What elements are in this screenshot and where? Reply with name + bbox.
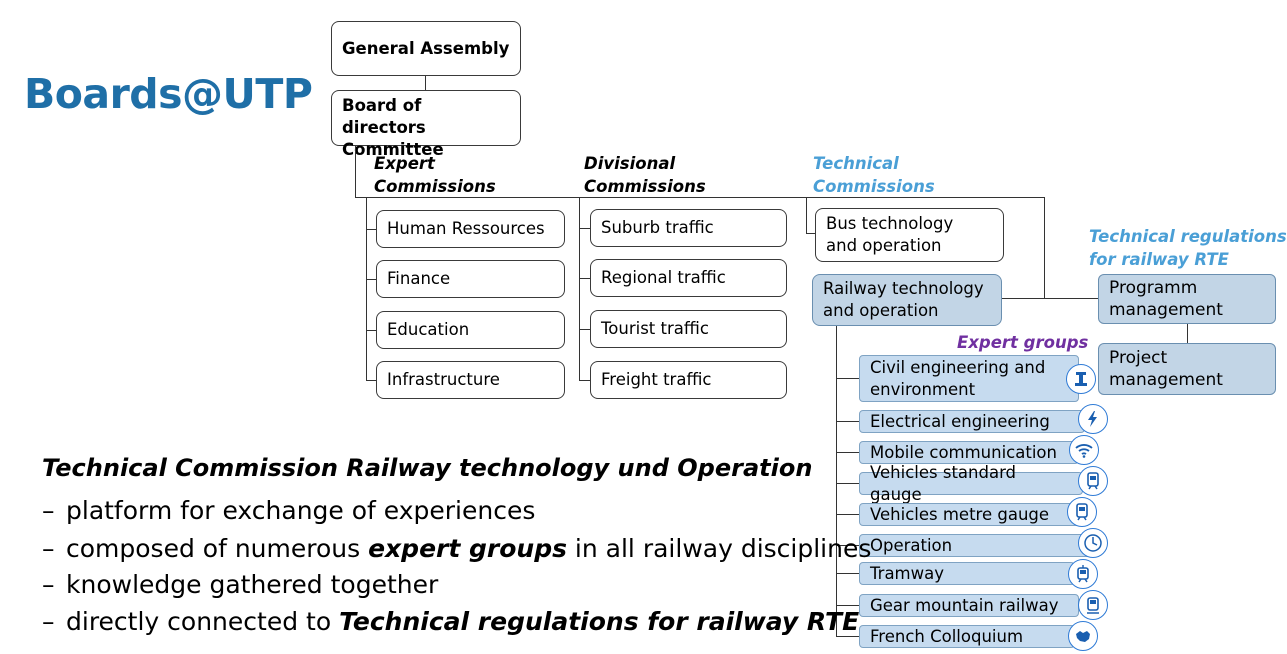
expert-group-french-colloquium: French Colloquium [859,625,1075,648]
connector [366,380,376,382]
bullet-composed: –composed of numerous expert groups in a… [42,534,872,563]
connector [836,378,860,380]
lightning-icon [1078,404,1108,434]
expert-groups-header: Expert groups [957,333,1089,352]
commission-infrastructure: Infrastructure [376,361,565,399]
mountain-train-icon [1078,590,1108,620]
project-management-box: Project management [1098,343,1276,395]
general-assembly-label: General Assembly [342,38,510,58]
connector [579,228,590,230]
tram-icon [1068,559,1098,589]
technical-commissions-header: Technical Commissions [813,154,935,196]
connector [355,197,1045,199]
rail-profile-icon [1066,364,1096,394]
commission-freight-traffic: Freight traffic [590,361,787,399]
bullet-platform: –platform for exchange of experiences [42,496,536,525]
connector [836,452,860,454]
connector [579,329,590,331]
railway-technology-box: Railway technology and operation [812,274,1002,326]
connector [836,483,860,485]
connector [366,330,376,332]
programm-management-box: Programm management [1098,274,1276,324]
expert-group-operation: Operation [859,534,1091,557]
connector [579,197,581,381]
connector [806,197,808,234]
summary-heading: Technical Commission Railway technology … [42,454,813,482]
connector [425,76,427,90]
connector [836,514,860,516]
expert-group-mobile-communication: Mobile communication [859,441,1079,464]
bullet-knowledge: –knowledge gathered together [42,570,439,599]
expert-group-tramway: Tramway [859,562,1075,585]
commission-education: Education [376,311,565,349]
commission-regional-traffic: Regional traffic [590,259,787,297]
connector [355,146,357,198]
expert-commissions-header: Expert Commissions [374,154,496,196]
connector [366,229,376,231]
expert-group-civil-engineering: Civil engineering and environment [859,355,1079,402]
divisional-commissions-header: Divisional Commissions [584,154,706,196]
connector [836,636,860,638]
connector [579,278,590,280]
connector [1044,197,1046,299]
connector [1002,298,1098,300]
general-assembly-box: General Assembly [331,21,521,76]
commission-suburb-traffic: Suburb traffic [590,209,787,247]
wifi-icon [1069,435,1099,465]
expert-group-gear-mountain-railway: Gear mountain railway [859,594,1079,617]
connector [836,545,860,547]
connector [1187,324,1189,343]
commission-finance: Finance [376,260,565,298]
connector [806,233,815,235]
expert-group-vehicles-metre-gauge: Vehicles metre gauge [859,503,1079,526]
connector [836,326,838,637]
expert-group-electrical-engineering: Electrical engineering [859,410,1085,433]
connector [836,573,860,575]
bullet-connected: –directly connected to Technical regulat… [42,607,860,636]
connector [366,279,376,281]
board-box: Board of directors Committee [331,90,521,159]
page-title: Boards@UTP [24,70,313,118]
train-icon [1078,466,1108,496]
connector [366,197,368,381]
board-label-line1: Board of directors [342,96,426,137]
board-label-line2: Committee [342,140,444,159]
connector [836,605,860,607]
technical-regulations-header: Technical regulations for railway RTE [1089,227,1287,269]
commission-human-ressources: Human Ressources [376,210,565,248]
expert-group-vehicles-standard-gauge: Vehicles standard gauge [859,463,1083,504]
bus-technology-box: Bus technology and operation [815,208,1004,262]
train-icon [1067,497,1097,527]
connector [579,380,590,382]
commission-tourist-traffic: Tourist traffic [590,310,787,348]
clock-icon [1078,528,1108,558]
map-icon [1068,621,1098,651]
connector [836,421,860,423]
